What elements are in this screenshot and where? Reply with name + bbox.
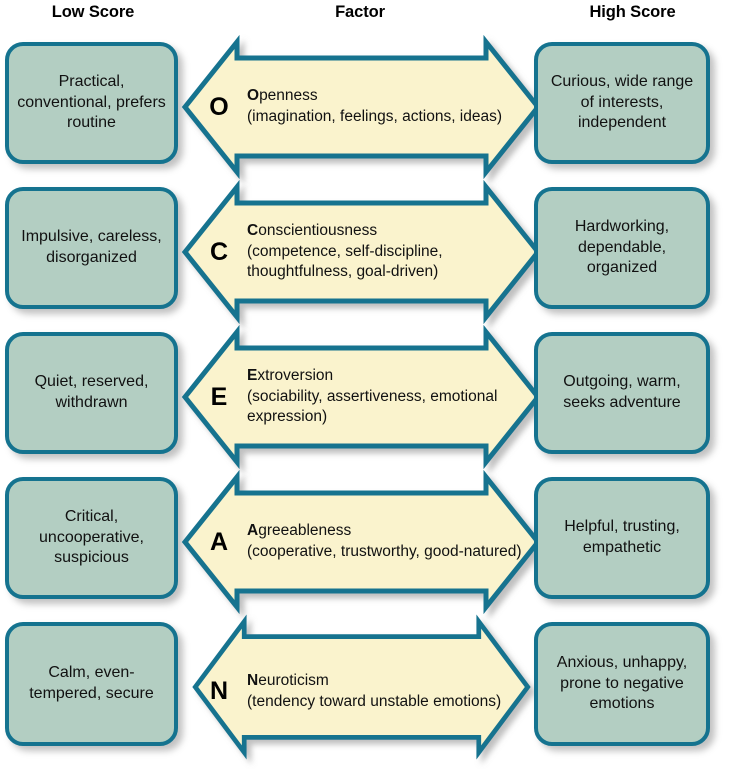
high-score-box: Helpful, trusting, empathetic xyxy=(534,477,710,599)
low-score-text: Quiet, reserved, withdrawn xyxy=(34,373,149,411)
high-score-box: Curious, wide range of interests, indepe… xyxy=(534,42,710,164)
arrow-shape-icon xyxy=(181,324,542,470)
column-headers: Low Score Factor High Score xyxy=(0,0,731,34)
low-score-text: Calm, even-tempered, secure xyxy=(29,664,154,702)
high-score-box: Hardworking, dependable, organized xyxy=(534,187,710,309)
high-score-box: Anxious, unhappy, prone to negative emot… xyxy=(534,622,710,746)
low-score-text: Impulsive, careless, disorganized xyxy=(21,228,162,266)
column-header-high-score: High Score xyxy=(589,3,676,21)
column-header-low-score: Low Score xyxy=(51,3,135,21)
arrow-shape-icon xyxy=(192,614,531,760)
high-score-text: Anxious, unhappy, prone to negative emot… xyxy=(556,653,688,713)
high-score-text: Outgoing, warm, seeks adventure xyxy=(563,373,681,411)
factor-row: Practical, conventional, prefers routine… xyxy=(0,34,731,180)
high-score-box: Outgoing, warm, seeks adventure xyxy=(534,332,710,454)
column-header-factor: Factor xyxy=(335,3,385,21)
low-score-box: Practical, conventional, prefers routine xyxy=(5,42,178,164)
arrow-shape-icon xyxy=(181,469,542,615)
high-score-text: Curious, wide range of interests, indepe… xyxy=(550,72,694,132)
high-score-text: Hardworking, dependable, organized xyxy=(574,217,670,277)
low-score-text: Critical, uncooperative, suspicious xyxy=(39,507,144,567)
low-score-text: Practical, conventional, prefers routine xyxy=(17,72,166,132)
low-score-box: Critical, uncooperative, suspicious xyxy=(5,477,178,599)
low-score-box: Calm, even-tempered, secure xyxy=(5,622,178,746)
arrow-shape-icon xyxy=(181,179,542,325)
high-score-text: Helpful, trusting, empathetic xyxy=(564,518,680,556)
low-score-box: Quiet, reserved, withdrawn xyxy=(5,332,178,454)
low-score-box: Impulsive, careless, disorganized xyxy=(5,187,178,309)
factor-rows: Practical, conventional, prefers routine… xyxy=(0,34,731,769)
arrow-shape-icon xyxy=(181,34,542,180)
